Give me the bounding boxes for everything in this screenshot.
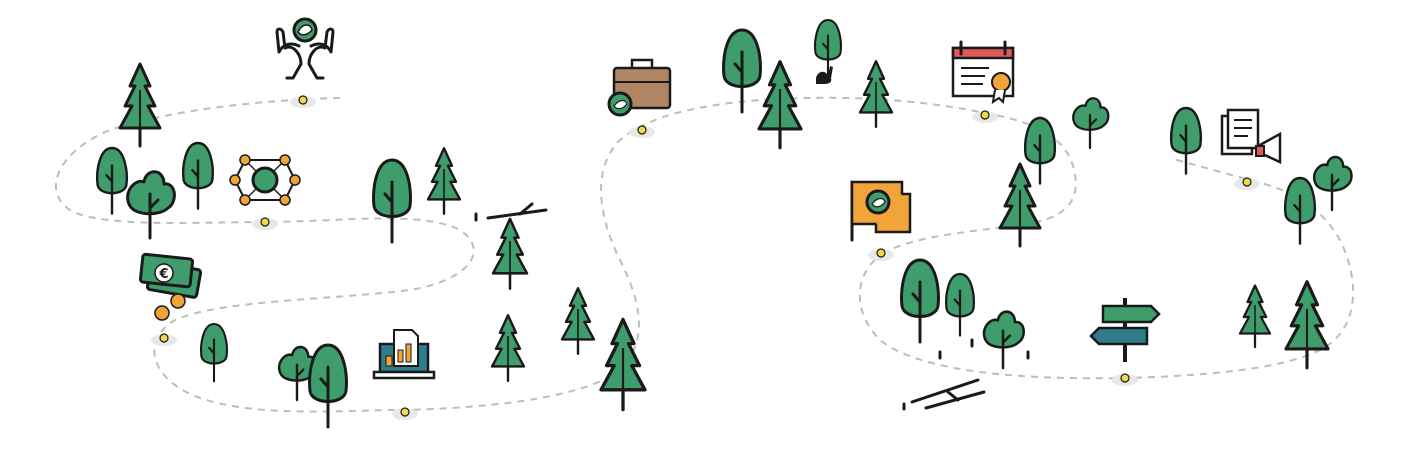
stop-marker[interactable] [391,407,419,421]
laptop-report-icon[interactable] [372,329,436,380]
fallen-branch-icon [474,202,548,222]
bushy-tree-icon [1072,97,1110,150]
bushy-tree-icon [982,310,1026,370]
leaf-flag-icon[interactable] [850,180,912,242]
round-tree-icon [814,18,842,79]
pine-tree-icon [491,217,529,290]
bushy-tree-icon [126,170,176,240]
stop-marker[interactable] [1233,177,1261,191]
pine-tree-icon [757,60,803,150]
briefcase-leaf-icon[interactable] [607,58,672,117]
hands-holding-leaf-icon[interactable] [275,17,335,80]
documents-megaphone-icon[interactable] [1220,108,1282,164]
pine-tree-icon [998,162,1042,248]
pine-tree-icon [858,60,894,129]
pine-tree-icon [490,314,526,382]
round-tree-icon [200,322,228,383]
stop-marker[interactable] [289,95,317,109]
stop-marker[interactable] [628,125,656,139]
round-tree-icon [308,343,348,429]
stop-marker[interactable] [251,217,279,231]
round-tree-icon [372,158,412,244]
pine-tree-icon [1284,280,1330,370]
round-tree-icon [1170,106,1202,175]
stop-marker[interactable] [1111,373,1139,387]
round-tree-icon [900,258,940,344]
round-tree-icon [182,141,214,210]
pine-tree-icon [118,62,162,148]
stop-marker[interactable] [971,110,999,124]
round-tree-icon [945,272,975,337]
bushy-tree-icon [1312,155,1353,212]
stop-marker[interactable] [867,248,895,262]
rabbit-icon [816,66,833,84]
trail-path-right [858,157,1355,380]
euro-symbol: € [158,267,168,282]
pine-tree-icon [426,146,462,216]
fallen-branch-icon [902,338,1030,411]
trail-path-left [54,96,1077,413]
pine-tree-icon [560,287,596,356]
euro-banknotes-coins-icon[interactable]: € [138,252,203,321]
stop-marker[interactable] [150,333,178,347]
round-tree-icon [1024,116,1056,185]
certificate-calendar-icon[interactable] [951,40,1015,105]
round-tree-icon [1284,176,1316,245]
round-tree-icon [96,146,128,215]
pine-tree-icon [599,317,647,412]
directional-signpost-icon[interactable] [1089,298,1161,362]
leaf-network-icon[interactable] [229,154,301,206]
pine-tree-icon [1238,284,1272,349]
